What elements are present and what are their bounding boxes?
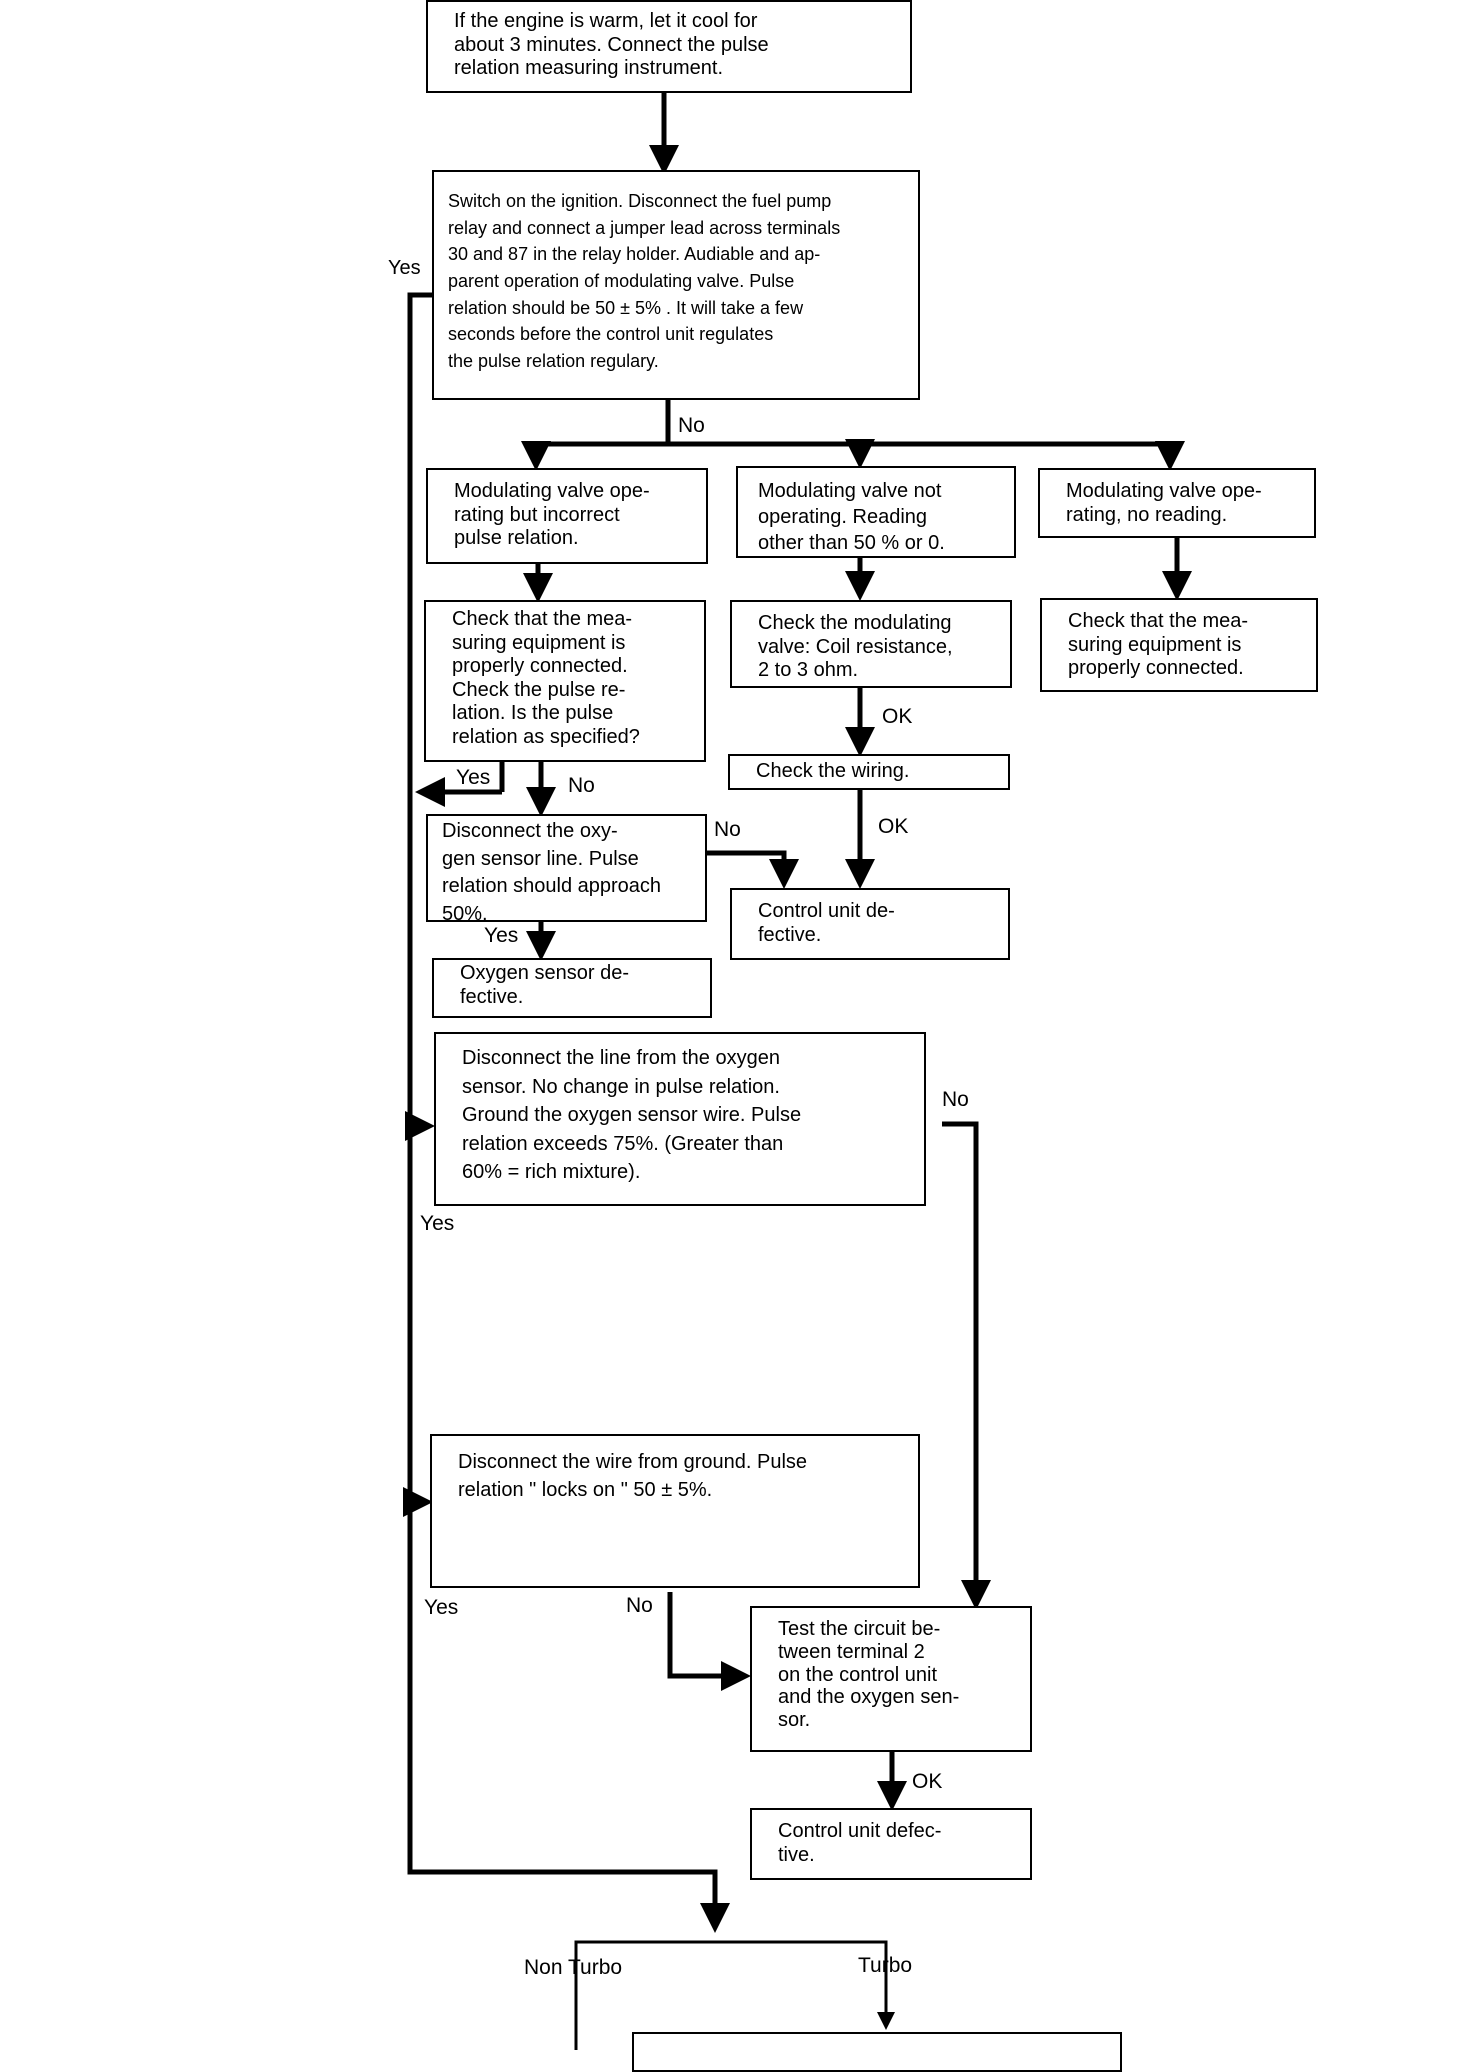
label-turbo: Turbo xyxy=(858,1954,913,1977)
node-check-equipment: Check that the mea- suring equipment is … xyxy=(1040,598,1318,692)
label-no-check: No xyxy=(568,774,595,797)
node-incorrect-pulse: Modulating valve ope- rating but incorre… xyxy=(426,468,708,564)
node-start: If the engine is warm, let it cool for a… xyxy=(426,0,912,93)
label-yes-ground: Yes xyxy=(424,1596,459,1619)
node-check-equipment-pulse: Check that the mea- suring equipment is … xyxy=(424,600,706,762)
arrow-disconnect-no xyxy=(707,850,799,889)
label-ok-valve: OK xyxy=(882,705,913,728)
node-ignition: Switch on the ignition. Disconnect the f… xyxy=(432,170,920,400)
node-oxygen-defective: Oxygen sensor de- fective. xyxy=(432,958,712,1018)
arrow-line-no xyxy=(942,1121,991,1610)
node-test-circuit: Test the circuit be- tween terminal 2 on… xyxy=(750,1606,1032,1752)
node-control-defective-2: Control unit defec- tive. xyxy=(750,1808,1032,1880)
arrow-ground-no xyxy=(667,1592,751,1691)
label-yes-check: Yes xyxy=(456,766,491,789)
label-yes-line: Yes xyxy=(420,1212,455,1235)
node-no-reading: Modulating valve ope- rating, no reading… xyxy=(1038,468,1316,538)
node-check-wiring: Check the wiring. xyxy=(728,754,1010,790)
label-ok-circuit: OK xyxy=(912,1770,943,1793)
label-yes-ignition: Yes xyxy=(388,257,421,279)
label-ok-wiring: OK xyxy=(878,815,909,838)
node-control-defective-1: Control unit de- fective. xyxy=(730,888,1010,960)
node-disconnect-line: Disconnect the line from the oxygen sens… xyxy=(434,1032,926,1206)
line-ignition-yes-trunk xyxy=(407,292,730,1933)
label-no-ground: No xyxy=(626,1594,653,1617)
label-yes-disconnect: Yes xyxy=(484,924,519,947)
node-disconnect-oxygen: Disconnect the oxy- gen sensor line. Pul… xyxy=(426,814,707,922)
node-bottom-partial xyxy=(632,2032,1122,2072)
line-split-bottom xyxy=(574,1940,895,2050)
label-no-disconnect: No xyxy=(714,818,741,841)
label-non-turbo: Non Turbo xyxy=(524,1956,623,1979)
node-not-operating: Modulating valve not operating. Reading … xyxy=(736,466,1016,558)
label-no-ignition: No xyxy=(678,414,705,437)
node-disconnect-ground: Disconnect the wire from ground. Pulse r… xyxy=(430,1434,920,1588)
node-check-valve: Check the modulating valve: Coil resista… xyxy=(730,600,1012,688)
label-no-line: No xyxy=(942,1088,969,1111)
